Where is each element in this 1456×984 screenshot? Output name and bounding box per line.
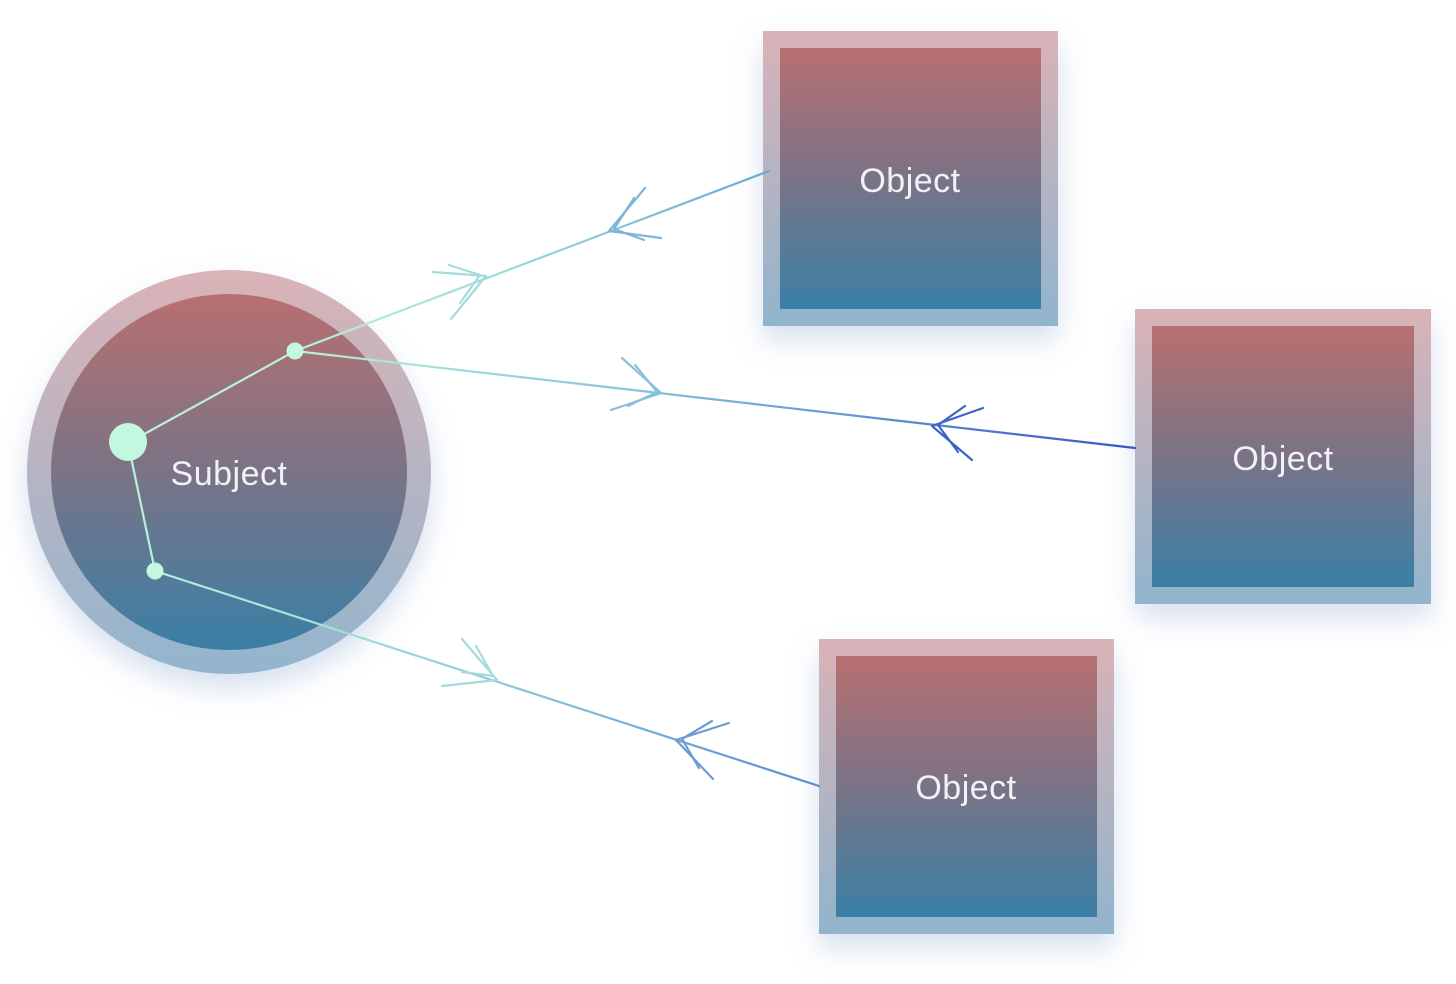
skeleton-node-lower	[146, 562, 164, 580]
subject-inner-circle	[51, 294, 407, 650]
connector-bottom	[153, 569, 821, 788]
arrowhead-middle-outgoing-1	[609, 356, 663, 412]
skeleton-node-upper	[286, 342, 304, 360]
object-right-label: Object	[1232, 440, 1333, 478]
arrowhead-middle-incoming-1	[930, 406, 985, 462]
arrowhead-top-outgoing-2	[447, 263, 482, 305]
object-node-top	[763, 31, 1058, 326]
subject-label: Subject	[171, 455, 288, 493]
object-node-bottom	[819, 639, 1114, 934]
skeleton-node-core	[109, 423, 147, 461]
connector-middle	[293, 349, 1137, 462]
connector-top-line	[293, 169, 771, 353]
arrowhead-middle-outgoing-2	[626, 363, 659, 408]
object-right-inner	[1152, 326, 1414, 587]
arrowhead-top-incoming-1	[607, 186, 663, 240]
object-node-right	[1135, 309, 1431, 604]
object-top-inner	[780, 48, 1041, 309]
arrowhead-bottom-incoming-2	[680, 719, 714, 770]
connector-top	[293, 169, 771, 353]
arrowhead-bottom-outgoing-2	[460, 644, 495, 678]
connector-bottom-line	[153, 569, 821, 788]
object-bottom-label: Object	[915, 769, 1016, 807]
arrowhead-bottom-outgoing-1	[440, 637, 499, 688]
connector-middle-line	[293, 349, 1137, 450]
object-top-label: Object	[859, 162, 960, 200]
arrowhead-bottom-incoming-1	[674, 721, 731, 781]
object-bottom-inner	[836, 656, 1097, 917]
arrowhead-middle-incoming-2	[936, 404, 967, 454]
subject-node	[27, 270, 431, 674]
arrowhead-top-outgoing-1	[431, 270, 488, 321]
arrowhead-top-incoming-2	[612, 196, 646, 242]
